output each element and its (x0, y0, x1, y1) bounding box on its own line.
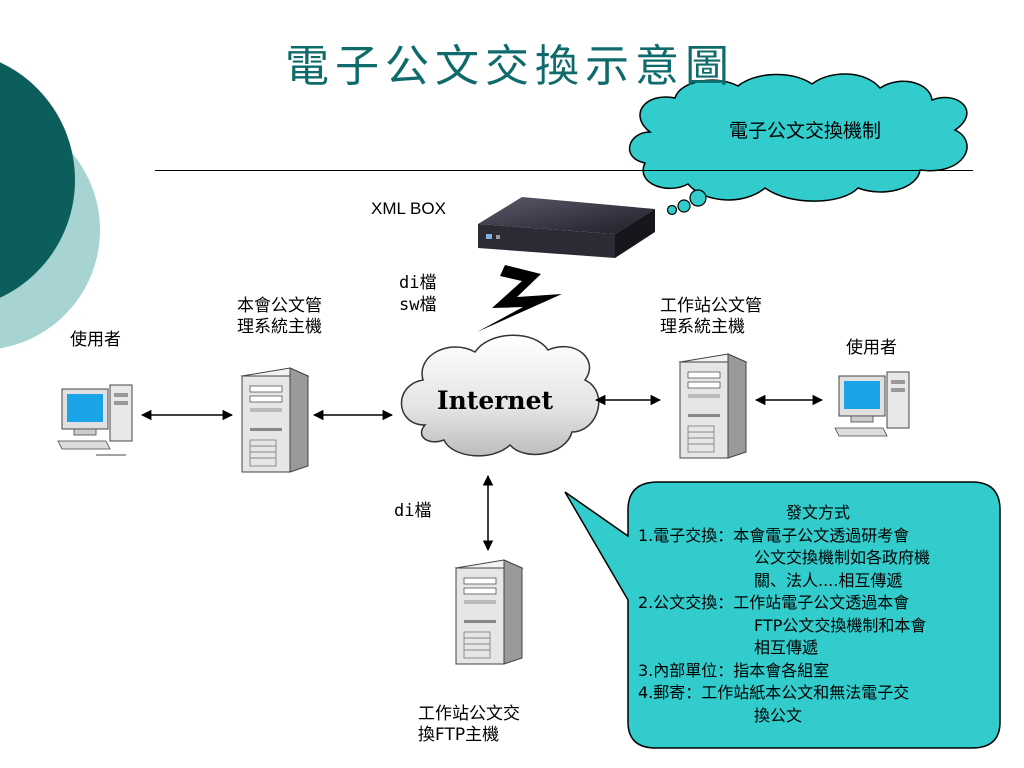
user-left-label: 使用者 (70, 330, 121, 350)
send-method-item: 3. 內部單位： 指本會各組室 (638, 660, 998, 683)
item-number: 4. (638, 683, 654, 702)
files-top-line2: sw檔 (399, 295, 437, 315)
send-method-item-cont: FTP公文交換機制和本會 相互傳遞 (638, 615, 998, 660)
send-method-heading: 發文方式 (785, 503, 850, 522)
server-tower-right-icon (678, 353, 748, 459)
host-left-line2: 理系統主機 (237, 317, 322, 337)
host-right-line2: 理系統主機 (660, 317, 745, 337)
item-first: 本會電子公文透過研考會 (733, 525, 910, 545)
send-method-callout-box (564, 481, 1001, 749)
host-ftp-line2: 換FTP主機 (418, 725, 500, 745)
send-method-item-cont: 公文交換機制如各政府機 關、法人....相互傳遞 (638, 547, 998, 592)
files-bottom-label: di檔 (394, 501, 432, 521)
send-method-item: 2. 公文交換： 工作站電子公文透過本會 (638, 592, 998, 615)
internet-label: Internet (436, 386, 554, 415)
mechanism-callout-label: 電子公文交換機制 (728, 120, 881, 142)
page-title: 電子公文交換示意圖 (285, 41, 735, 92)
host-ftp-line1: 工作站公文交 (418, 704, 520, 724)
send-method-item: 4. 郵寄： 工作站紙本公文和無法電子交 (638, 682, 998, 705)
title-divider (155, 170, 973, 171)
user-right-label: 使用者 (846, 338, 897, 358)
item-rest: FTP公文交換機制和本會 相互傳遞 (754, 615, 927, 658)
item-number: 1. (638, 525, 654, 545)
item-rest: 換公文 (754, 705, 803, 725)
lightning-icon (477, 265, 562, 332)
computer-right-icon (834, 371, 910, 437)
mechanism-callout-cloud (628, 73, 968, 216)
host-right-line1: 工作站公文管 (660, 296, 762, 316)
item-lead: 公文交換： (653, 593, 734, 612)
item-first: 工作站紙本公文和無法電子交 (701, 683, 910, 702)
send-method-text: 發文方式 1. 電子交換： 本會電子公文透過研考會 公文交換機制如各政府機 關、… (638, 502, 998, 727)
internet-cloud-icon (400, 334, 600, 457)
xml-box-device-icon (478, 197, 655, 258)
item-lead: 電子交換： (653, 525, 734, 545)
item-number: 2. (638, 593, 654, 612)
send-method-item: 1. 電子交換： 本會電子公文透過研考會 (638, 525, 998, 548)
files-top-label: di檔 sw檔 (399, 272, 436, 316)
files-top-line1: di檔 (399, 273, 437, 293)
host-right-label: 工作站公文管 理系統主機 (660, 296, 762, 338)
item-rest: 公文交換機制如各政府機 關、法人....相互傳遞 (754, 548, 931, 590)
xml-box-label: XML BOX (371, 199, 446, 218)
server-tower-ftp-icon (454, 559, 524, 665)
item-first: 指本會各組室 (733, 660, 830, 680)
decorative-circles (0, 62, 100, 349)
send-method-item-cont: 換公文 (638, 705, 998, 728)
host-left-label: 本會公文管 理系統主機 (237, 296, 322, 338)
item-lead: 郵寄： (653, 683, 702, 702)
computer-left-icon (57, 384, 133, 456)
item-number: 3. (638, 660, 654, 680)
item-first: 工作站電子公文透過本會 (733, 593, 910, 612)
host-left-line1: 本會公文管 (237, 296, 322, 316)
item-lead: 內部單位： (653, 660, 734, 680)
host-ftp-label: 工作站公文交 換FTP主機 (418, 704, 520, 746)
server-tower-left-icon (240, 367, 310, 473)
